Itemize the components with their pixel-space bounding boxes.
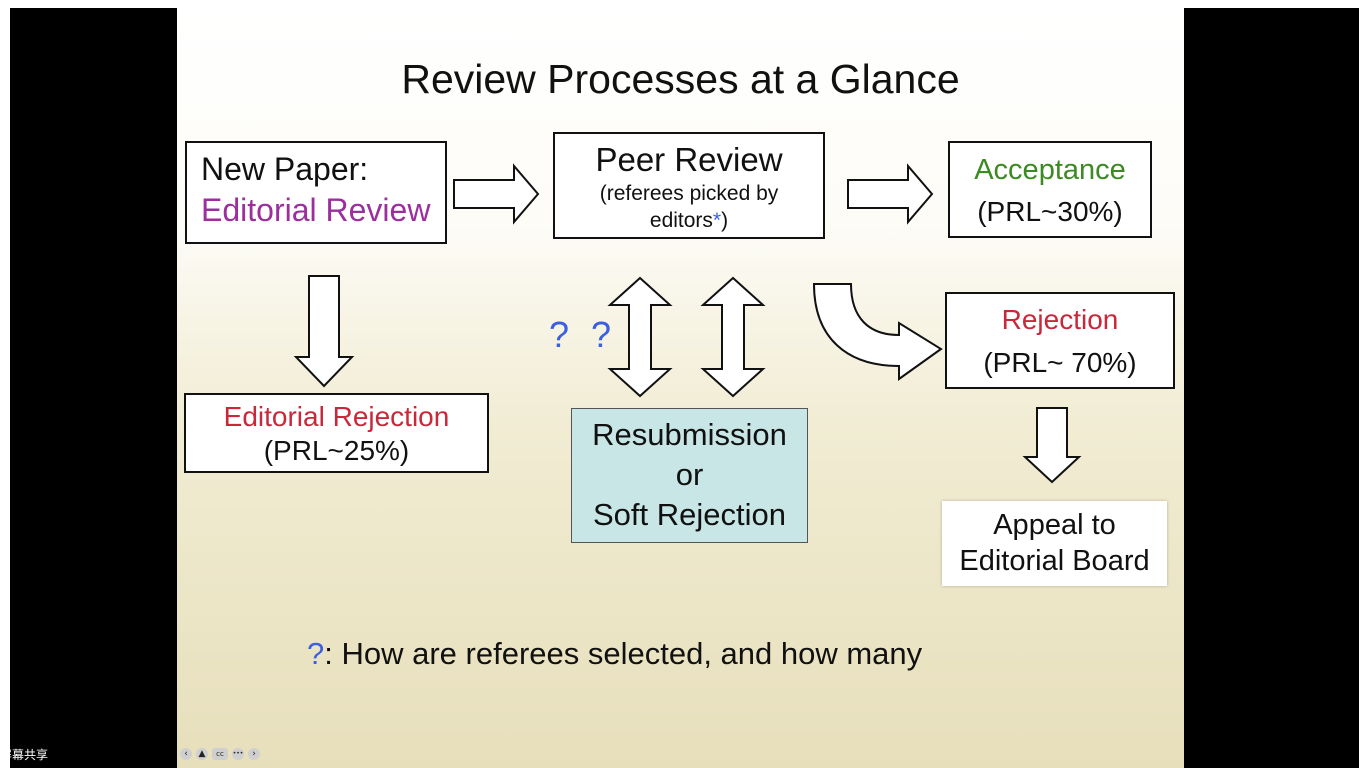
resubmission-box: Resubmission or Soft Rejection (571, 408, 808, 543)
slide-title: Review Processes at a Glance (401, 56, 960, 102)
peer-review-label: Peer Review (595, 141, 783, 178)
peer-review-subtext: (referees picked by (599, 182, 779, 205)
editorial-review-label: Editorial Review (201, 192, 431, 228)
footnote: ?: How are referees selected, and how ma… (307, 636, 922, 672)
resubmission-label: Resubmission (592, 417, 787, 452)
acceptance-box: Acceptance (PRL~30%) (948, 141, 1152, 238)
editorial-rejection-box: Editorial Rejection (PRL~25%) (184, 393, 489, 473)
question-marks: ? ? (549, 314, 618, 355)
flow-arrows (293, 163, 1082, 484)
footnote-mark: ? (307, 636, 325, 671)
footnote-text: : How are referees selected, and how man… (324, 636, 923, 671)
left-border (0, 0, 10, 768)
screen-share-label: 屏幕共享 (0, 748, 49, 762)
double-arrow-left (607, 276, 673, 398)
appeal-box: Appeal to Editorial Board (942, 501, 1167, 586)
peer-review-box: Peer Review (referees picked by editors*… (553, 132, 825, 239)
more-icon[interactable]: ••• (232, 748, 244, 760)
acceptance-label: Acceptance (974, 154, 1126, 186)
acceptance-rate: (PRL~30%) (977, 196, 1123, 227)
top-border (0, 0, 1359, 8)
pointer-icon[interactable]: ▲ (196, 748, 208, 760)
next-icon[interactable]: › (248, 748, 260, 760)
curved-arrow-to-rejection (812, 283, 943, 381)
new-paper-label: New Paper: (201, 151, 369, 187)
rejection-label: Rejection (1001, 304, 1119, 335)
presentation-toolbar: ‹ ▲ cc ••• › (180, 748, 260, 760)
captions-icon[interactable]: cc (212, 748, 228, 760)
prev-icon[interactable]: ‹ (180, 748, 192, 760)
rejection-box: Rejection (PRL~ 70%) (945, 292, 1175, 389)
rejection-rate: (PRL~ 70%) (983, 347, 1137, 378)
appeal-line-1: Appeal to (993, 509, 1116, 541)
arrow-down-to-editorial-rejection (293, 275, 355, 388)
arrow-right-to-acceptance (847, 163, 934, 225)
double-arrow-right (700, 276, 766, 398)
editorial-rejection-label: Editorial Rejection (223, 401, 450, 432)
appeal-line-2: Editorial Board (959, 545, 1150, 577)
arrow-down-to-appeal (1022, 407, 1082, 484)
soft-rejection-label: Soft Rejection (593, 497, 786, 532)
or-label: or (675, 457, 704, 492)
arrow-right-to-peer-review (453, 163, 540, 225)
new-paper-box: New Paper: Editorial Review (185, 141, 447, 244)
presentation-slide: Review Processes at a Glance New Paper: … (177, 8, 1184, 768)
peer-review-subtext-2: editors*) (649, 209, 729, 232)
editorial-rejection-rate: (PRL~25%) (263, 435, 410, 466)
